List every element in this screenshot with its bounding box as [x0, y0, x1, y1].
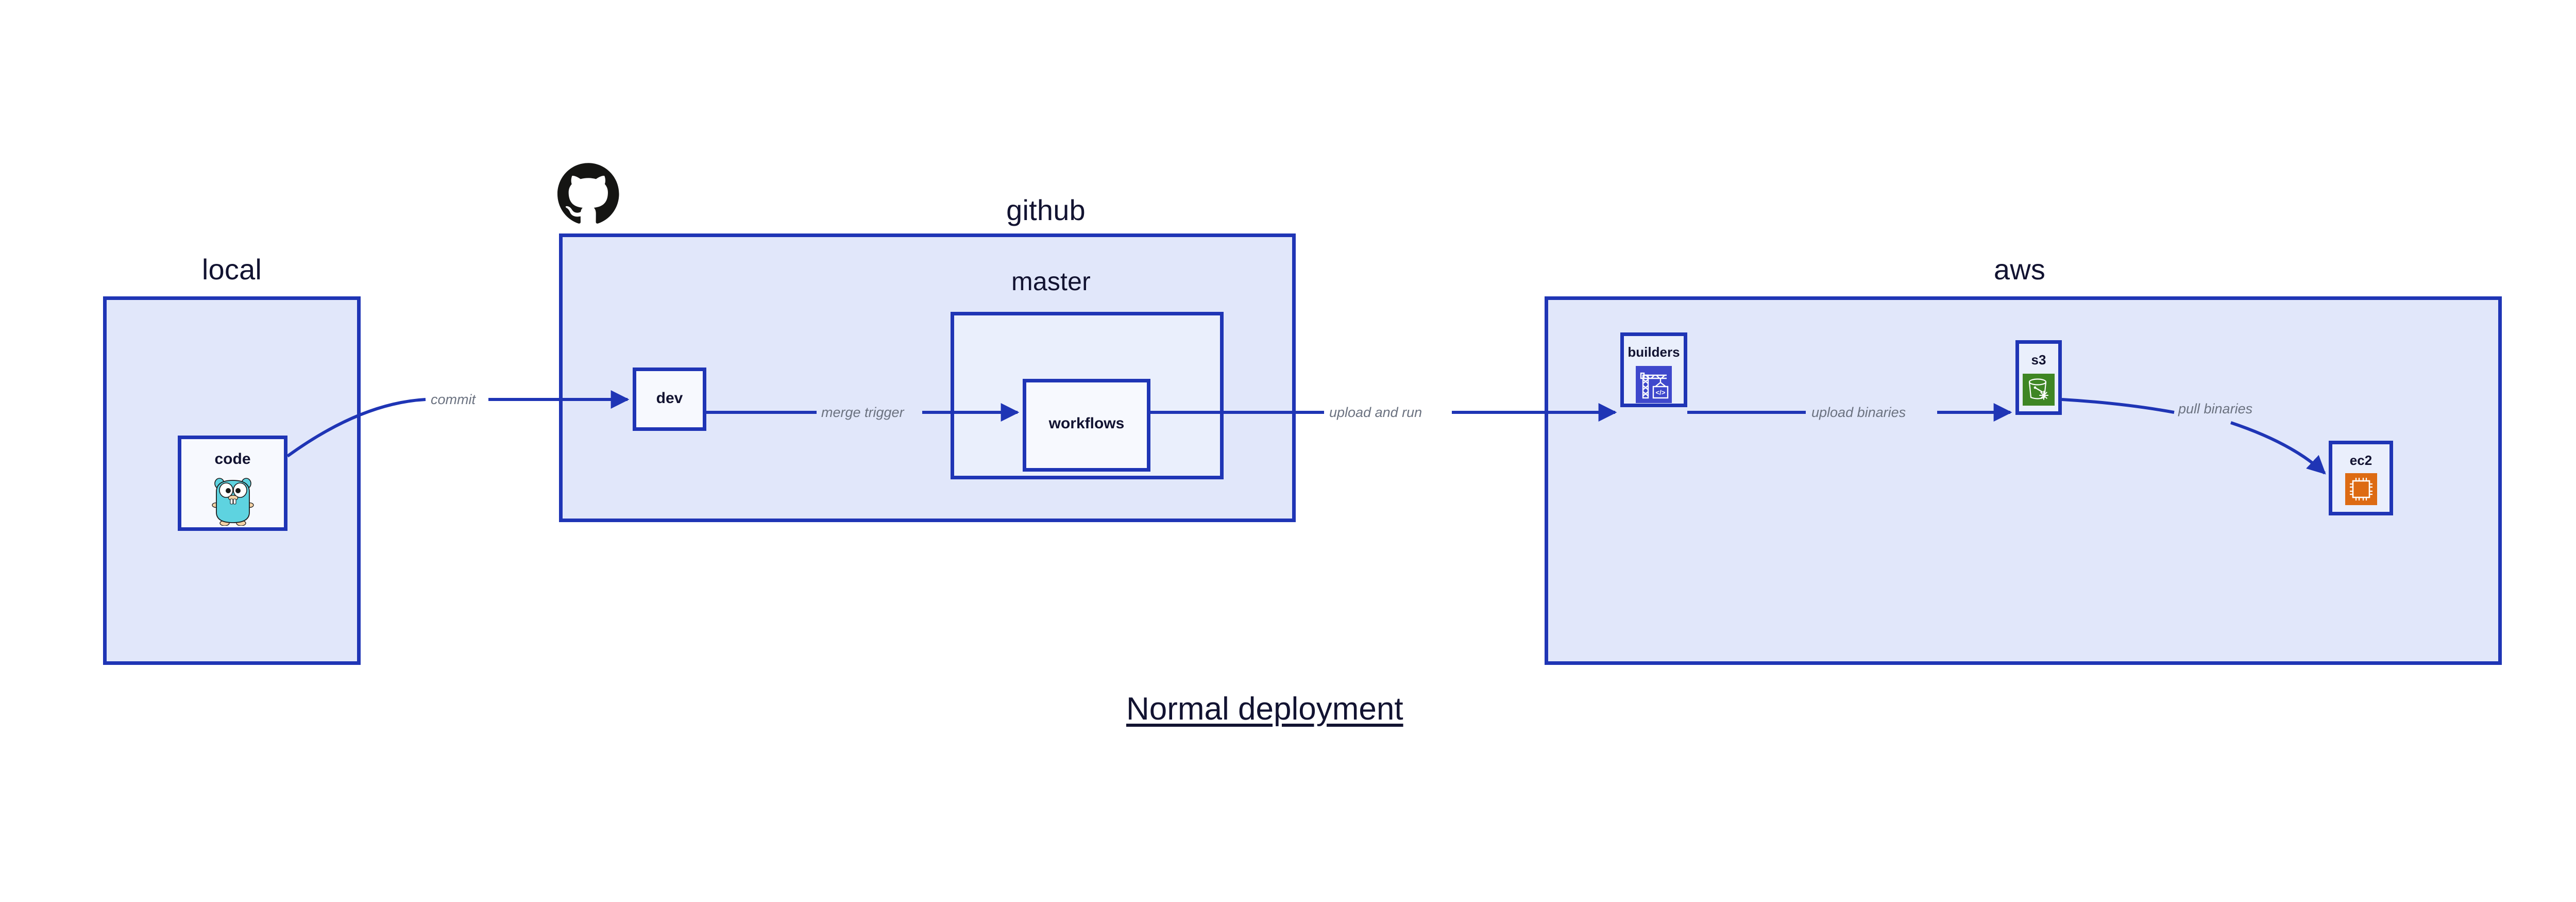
node-workflows[interactable]: workflows — [1023, 379, 1150, 472]
group-label-github: github — [1006, 194, 1086, 226]
svg-text:</>: </> — [1656, 389, 1666, 396]
node-label-workflows: workflows — [1048, 415, 1125, 432]
node-label-s3: s3 — [2031, 352, 2046, 368]
node-label-ec2: ec2 — [2349, 453, 2372, 468]
node-code[interactable]: code — [178, 436, 287, 531]
aws-codebuild-icon: </> — [1636, 366, 1672, 403]
subgroup-label-master: master — [1011, 267, 1091, 296]
node-builders[interactable]: builders — [1620, 332, 1687, 407]
aws-ec2-icon — [2345, 473, 2377, 505]
go-gopher-icon — [211, 474, 255, 526]
node-dev[interactable]: dev — [633, 368, 706, 431]
group-label-local: local — [201, 253, 262, 286]
node-ec2[interactable]: ec2 — [2329, 441, 2393, 515]
edge-label-merge-trigger: merge trigger — [821, 405, 904, 420]
github-octocat-icon — [557, 162, 619, 224]
aws-s3-glacier-icon — [2023, 374, 2055, 406]
group-label-aws: aws — [1993, 253, 2046, 286]
node-label-dev: dev — [656, 390, 683, 407]
edge-label-pull-binaries: pull binaries — [2178, 401, 2253, 416]
node-label-builders: builders — [1628, 344, 1680, 360]
diagram-title: Normal deployment — [1126, 691, 1403, 727]
node-label-code: code — [214, 450, 251, 467]
edge-label-commit: commit — [431, 392, 476, 407]
edge-label-upload-binaries: upload binaries — [1811, 405, 1906, 420]
edge-label-upload-and-run: upload and run — [1329, 405, 1422, 420]
node-s3[interactable]: s3 — [2015, 340, 2062, 415]
